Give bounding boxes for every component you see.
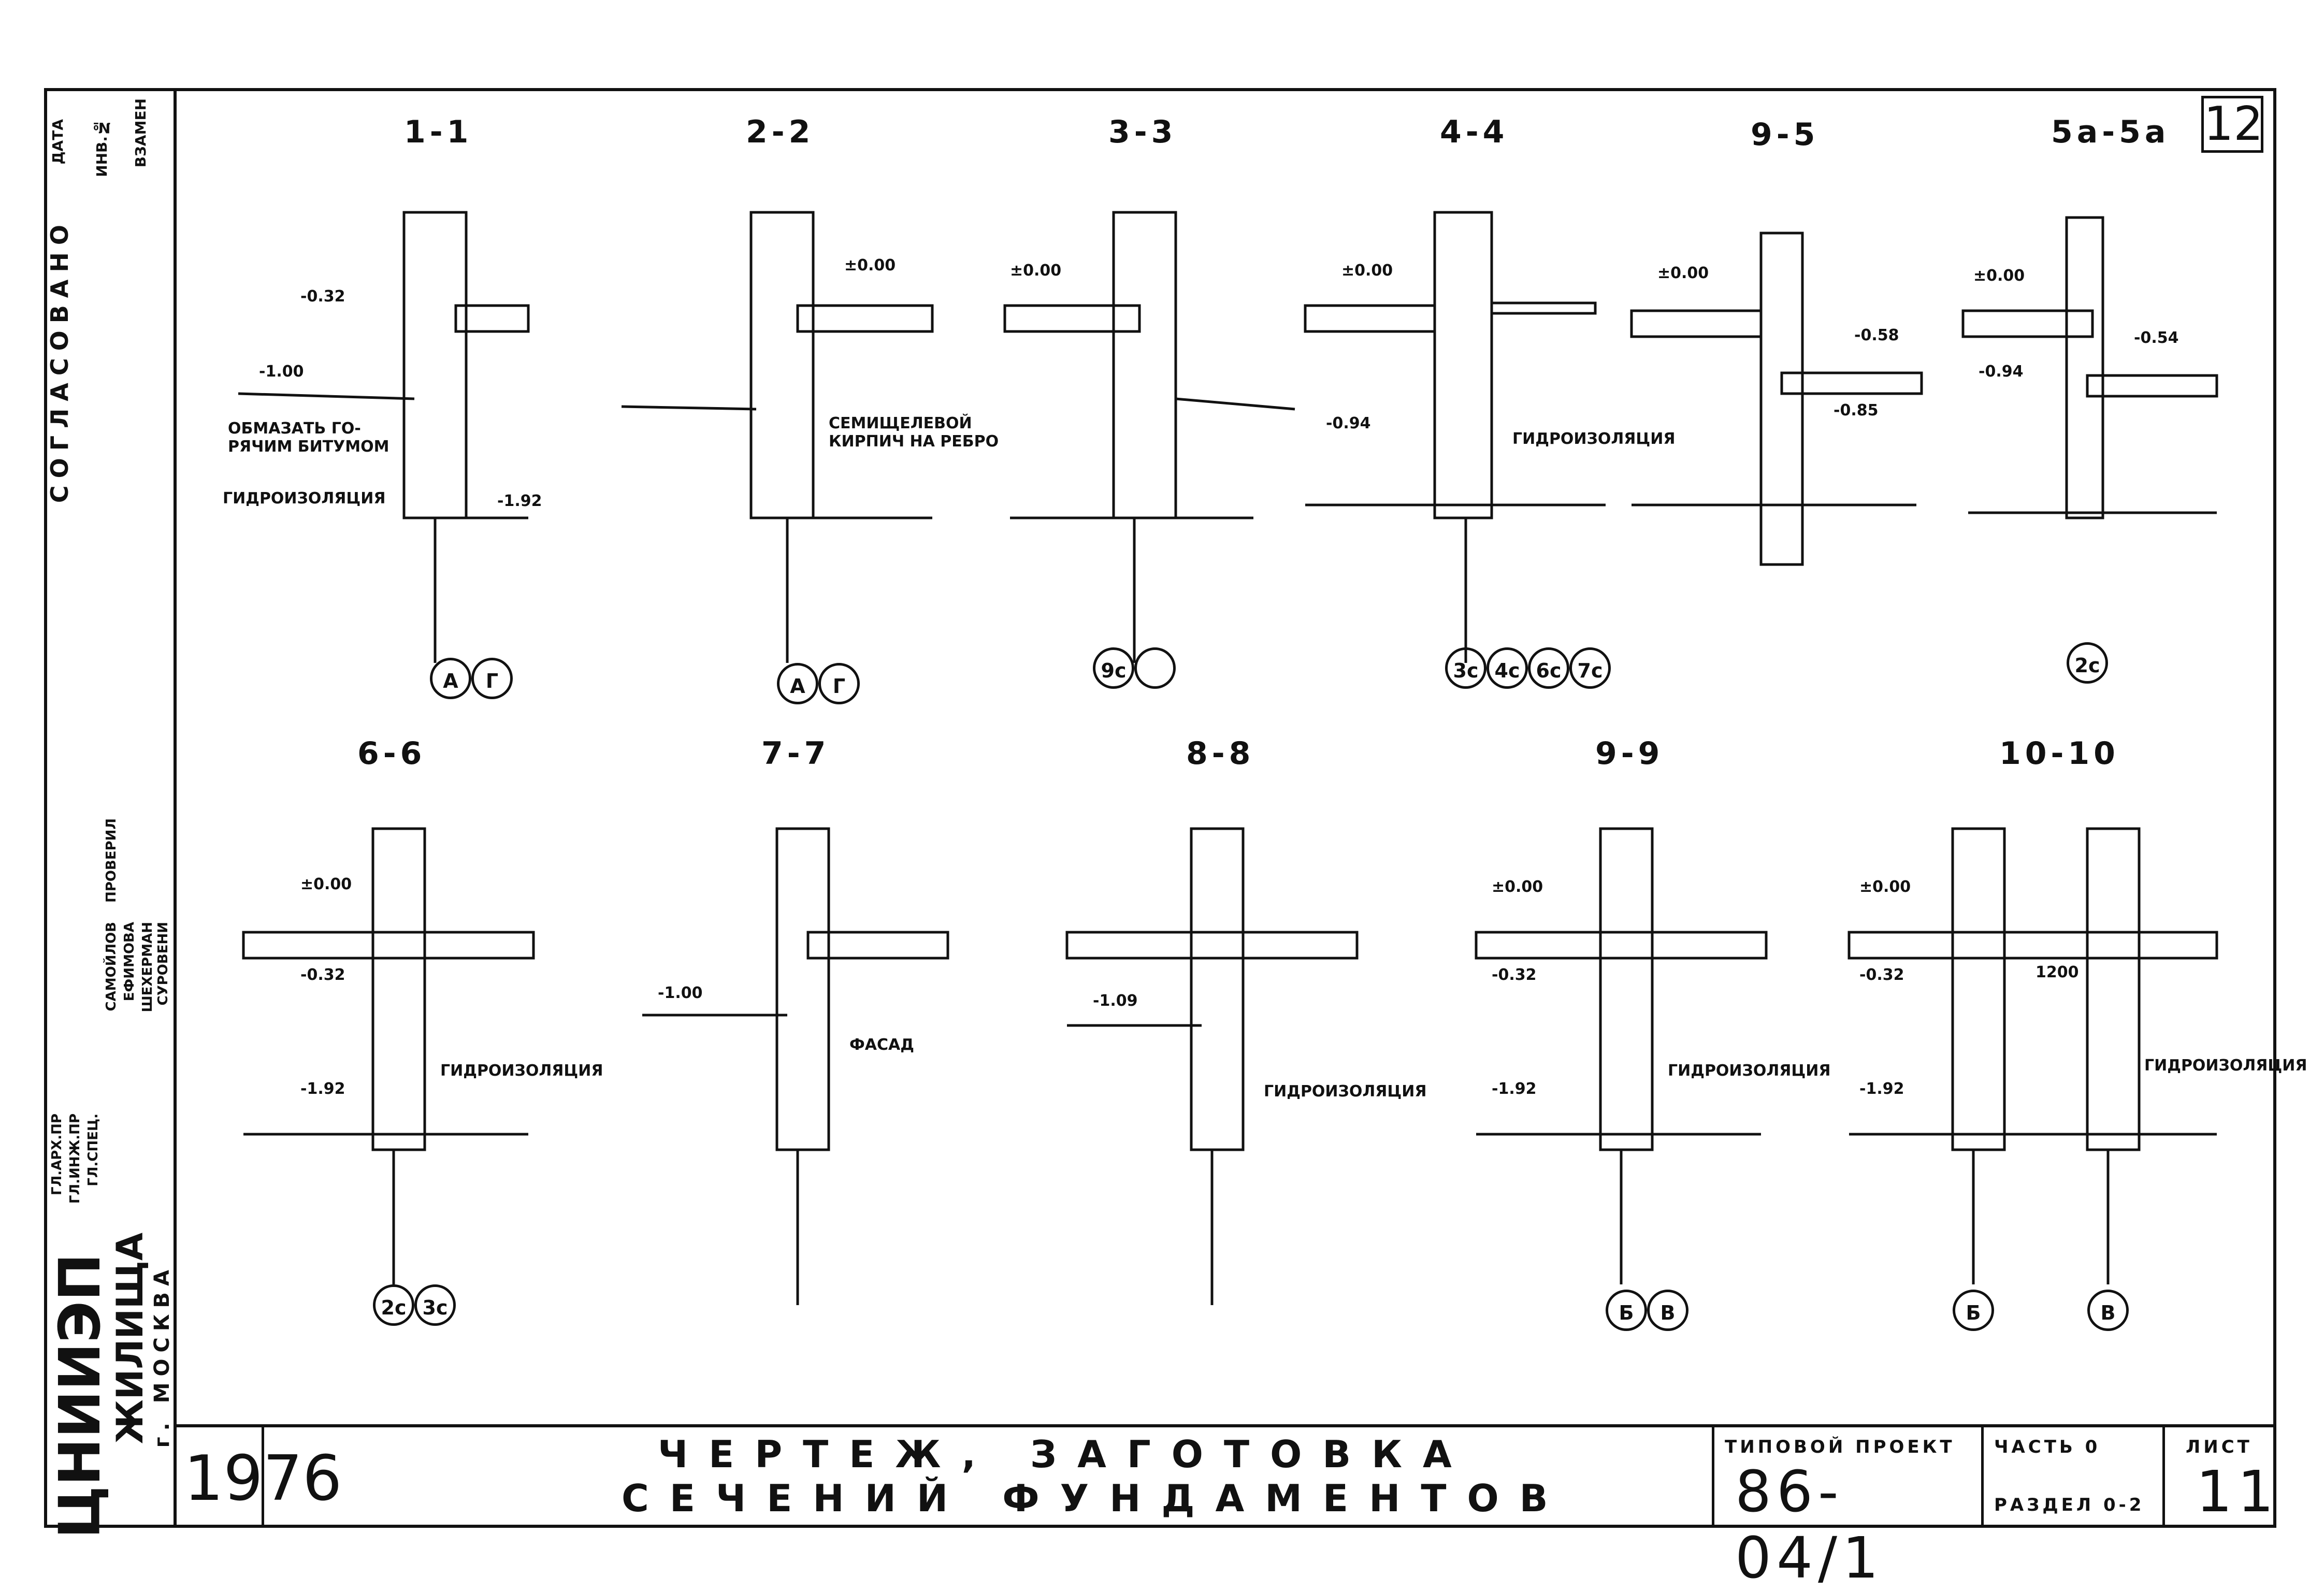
elev-label: -1.92 xyxy=(1492,1080,1537,1098)
title-line-2: СЕЧЕНИЙ ФУНДАМЕНТОВ xyxy=(622,1477,1569,1520)
axis-marker: 2с xyxy=(373,1284,414,1326)
elev-label: ±0.00 xyxy=(1492,878,1543,896)
sheet-label: ЛИСТ xyxy=(2186,1437,2253,1457)
note-facade: ФАСАД xyxy=(849,1036,914,1054)
sheet-value: 11 xyxy=(2196,1458,2279,1525)
axis-marker: Г xyxy=(471,658,513,699)
axis-marker: 3с xyxy=(1445,647,1486,689)
dim-label: 1200 xyxy=(2036,963,2079,981)
section-title: 3-3 xyxy=(1108,114,1177,150)
axis-marker: 3с xyxy=(414,1284,456,1326)
axis-marker: А xyxy=(430,658,471,699)
section-label: РАЗДЕЛ 0-2 xyxy=(1994,1495,2145,1515)
elev-label: ±0.00 xyxy=(1341,262,1393,280)
elev-label: -1.92 xyxy=(300,1080,345,1098)
section-title: 6-6 xyxy=(357,735,426,772)
elev-label: ±0.00 xyxy=(844,256,896,274)
elev-label: -0.32 xyxy=(1859,966,1904,984)
elev-label: -1.92 xyxy=(497,492,542,510)
part-cell: ЧАСТЬ 0 РАЗДЕЛ 0-2 xyxy=(1981,1427,2162,1528)
title-cell: ЧЕРТЕЖ, ЗАГОТОВКА СЕЧЕНИЙ ФУНДАМЕНТОВ xyxy=(262,1427,1712,1528)
part-label: ЧАСТЬ 0 xyxy=(1994,1437,2101,1457)
note-brick: СЕМИЩЕЛЕВОЙ КИРПИЧ НА РЕБРО xyxy=(829,414,999,451)
axis-marker: Б xyxy=(1606,1290,1647,1331)
axis-marker: Б xyxy=(1953,1290,1994,1331)
elev-label: -1.00 xyxy=(259,363,304,381)
axis-marker: В xyxy=(2087,1290,2129,1331)
elev-label: -0.94 xyxy=(1326,414,1371,432)
elev-label: -0.94 xyxy=(1979,363,2024,381)
note-hydro: ГИДРОИЗОЛЯЦИЯ xyxy=(1512,430,1676,448)
elev-label: -0.32 xyxy=(300,287,345,306)
note-hydro: ГИДРОИЗОЛЯЦИЯ xyxy=(440,1062,603,1080)
sheet-cell: ЛИСТ 11 xyxy=(2162,1427,2276,1528)
elev-label: ±0.00 xyxy=(1010,262,1062,280)
section-title: 9-9 xyxy=(1595,735,1664,772)
drawing-frame xyxy=(174,88,2276,1528)
note-hydro: ГИДРОИЗОЛЯЦИЯ xyxy=(223,489,386,508)
elev-label: ±0.00 xyxy=(1973,267,2025,285)
section-title: 1-1 xyxy=(404,114,473,150)
project-number: 86-04/1 xyxy=(1735,1458,1884,1591)
elev-label: -1.00 xyxy=(658,984,703,1002)
axis-marker: 9с xyxy=(1093,647,1134,689)
axis-marker: 6с xyxy=(1528,647,1569,689)
note-bitumen: ОБМАЗАТЬ ГО- РЯЧИМ БИТУМОМ xyxy=(228,420,389,456)
axis-marker: 7с xyxy=(1569,647,1611,689)
title-block: 1976 ЧЕРТЕЖ, ЗАГОТОВКА СЕЧЕНИЙ ФУНДАМЕНТ… xyxy=(174,1424,2276,1591)
section-title: 4-4 xyxy=(1440,114,1509,150)
section-title: 5а-5а xyxy=(2051,114,2170,150)
sheet-number: 12 xyxy=(2201,96,2263,153)
section-title: 7-7 xyxy=(761,735,830,772)
note-hydro: ГИДРОИЗОЛЯЦИЯ xyxy=(2144,1057,2307,1075)
axis-marker: 4с xyxy=(1486,647,1528,689)
elev-label: -0.32 xyxy=(300,966,345,984)
elev-label: -0.85 xyxy=(1834,401,1879,420)
axis-marker: 2с xyxy=(2067,642,2108,684)
note-hydro: ГИДРОИЗОЛЯЦИЯ xyxy=(1264,1082,1427,1101)
elev-label: -1.09 xyxy=(1093,992,1138,1010)
sidebar-approvals xyxy=(44,88,174,1528)
axis-marker: А xyxy=(777,663,818,704)
elev-label: ±0.00 xyxy=(1657,264,1709,282)
elev-label: -0.32 xyxy=(1492,966,1537,984)
title-line-1: ЧЕРТЕЖ, ЗАГОТОВКА xyxy=(658,1433,1473,1476)
section-title: 9-5 xyxy=(1751,117,1820,153)
elev-label: -0.54 xyxy=(2134,329,2179,347)
project-label: ТИПОВОЙ ПРОЕКТ xyxy=(1725,1437,1955,1457)
elev-label: ±0.00 xyxy=(1859,878,1911,896)
project-cell: ТИПОВОЙ ПРОЕКТ 86-04/1 xyxy=(1712,1427,1981,1591)
elev-label: ±0.00 xyxy=(300,875,352,893)
section-title: 10-10 xyxy=(1999,735,2119,772)
axis-marker xyxy=(1134,647,1176,689)
note-hydro: ГИДРОИЗОЛЯЦИЯ xyxy=(1668,1062,1831,1080)
section-title: 8-8 xyxy=(1186,735,1255,772)
elev-label: -1.92 xyxy=(1859,1080,1904,1098)
axis-marker: Г xyxy=(818,663,860,704)
axis-marker: В xyxy=(1647,1290,1688,1331)
elev-label: -0.58 xyxy=(1854,326,1899,344)
section-title: 2-2 xyxy=(746,114,815,150)
